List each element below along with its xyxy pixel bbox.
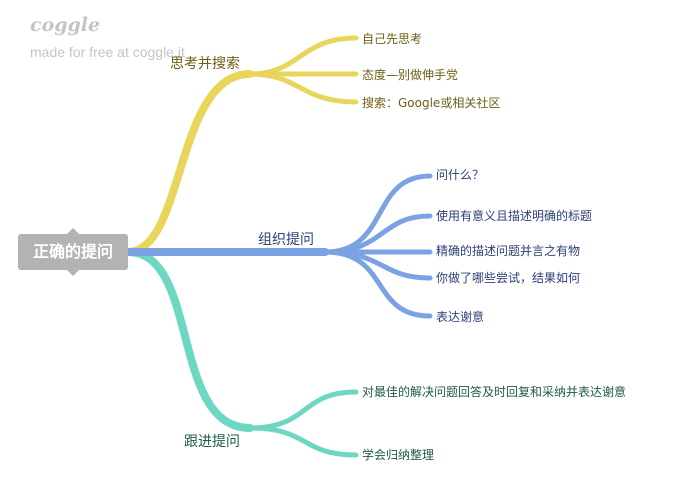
coggle-logo: coggle: [30, 14, 101, 36]
node-think-first[interactable]: 自己先思考: [362, 32, 423, 46]
branch-think-search[interactable]: 思考并搜索: [170, 56, 240, 72]
node-reply-accept[interactable]: 对最佳的解决问题回答及时回复和采纳并表达谢意: [362, 385, 627, 399]
branch-lines-yellow: [124, 35, 359, 256]
branch-lines-blue: [124, 173, 433, 319]
branch-line: [247, 389, 359, 431]
node-precise-description[interactable]: 精确的描述问题并言之有物: [436, 244, 581, 258]
node-what-to-ask[interactable]: 问什么？: [436, 168, 485, 182]
coggle-tagline[interactable]: made for free at coggle.it: [30, 44, 185, 60]
node-clear-title[interactable]: 使用有意义且描述明确的标题: [436, 209, 593, 223]
branch-line: [322, 173, 433, 255]
node-attitude[interactable]: 态度—别做伸手党: [362, 68, 459, 82]
branch-line: [124, 248, 254, 432]
branch-line: [247, 35, 359, 77]
root-node[interactable]: 正确的提问: [18, 228, 128, 276]
branch-line: [322, 249, 433, 319]
branch-follow-up[interactable]: 跟进提问: [184, 434, 240, 450]
node-attempts[interactable]: 你做了哪些尝试，结果如何: [436, 271, 581, 285]
node-search[interactable]: 搜索：Google或相关社区: [362, 96, 501, 110]
branch-lines-teal: [124, 248, 359, 458]
branch-organize-question[interactable]: 组织提问: [258, 232, 314, 248]
node-summarize[interactable]: 学会归纳整理: [362, 448, 435, 462]
branch-line: [124, 70, 254, 256]
node-thanks[interactable]: 表达谢意: [436, 310, 485, 324]
branch-line: [247, 425, 359, 458]
branch-line: [247, 71, 359, 105]
